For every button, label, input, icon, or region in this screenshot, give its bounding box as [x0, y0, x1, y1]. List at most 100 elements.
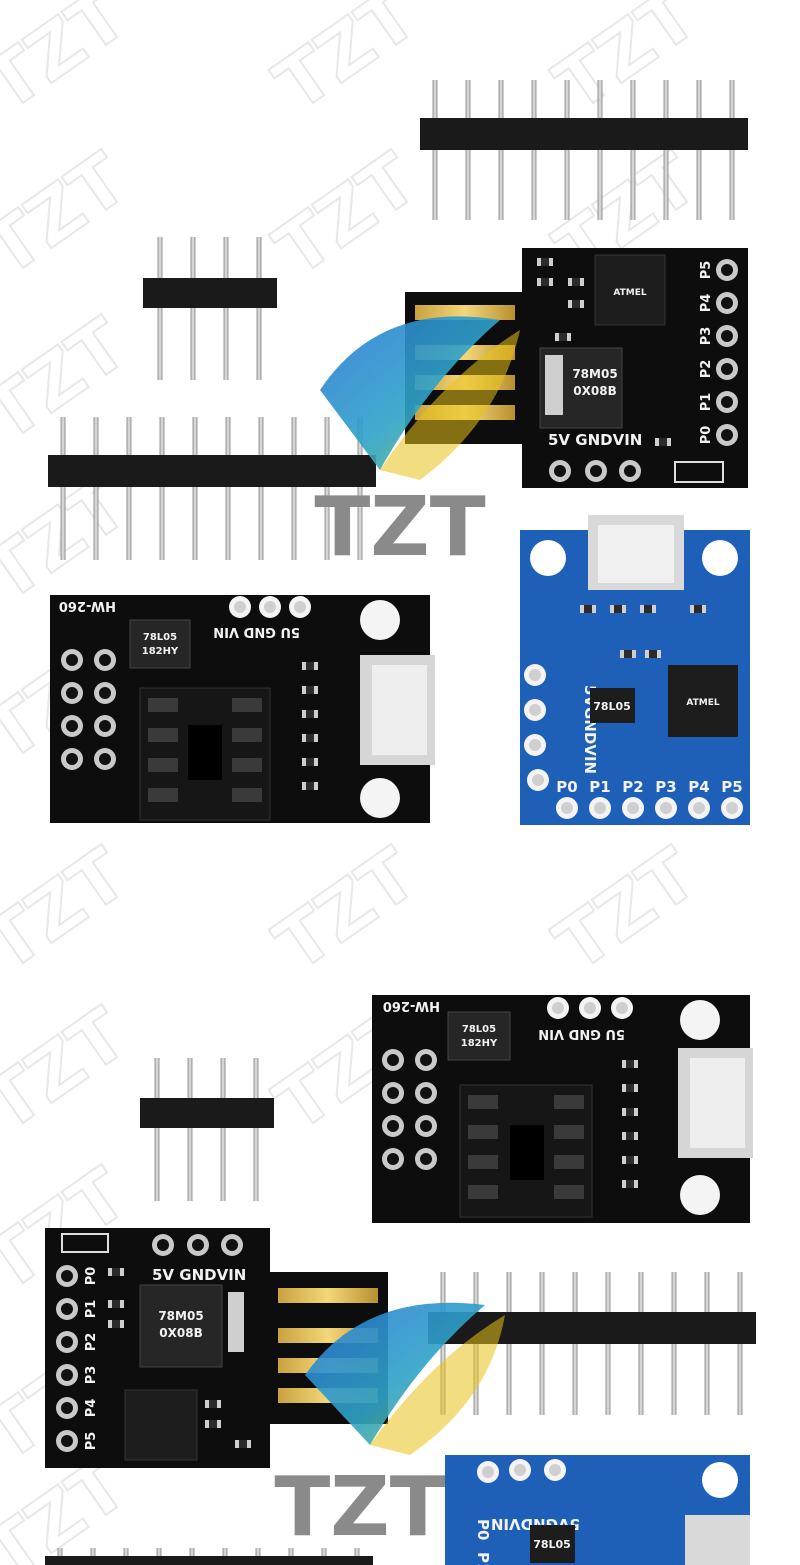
pin-pad [94, 715, 116, 737]
header-pin [357, 417, 363, 560]
pin-pad [382, 1082, 404, 1104]
pin-label: P0 [84, 1267, 99, 1286]
header-pin [192, 417, 198, 560]
pin-header-4-bottom [140, 1058, 274, 1201]
pin-pad [61, 748, 83, 770]
pin-pad [556, 797, 578, 819]
pin-label: P1 [84, 1300, 99, 1319]
pin-label-1: P1 [474, 1552, 492, 1565]
watermark-text: TZT [0, 0, 141, 127]
pin-pad [415, 1082, 437, 1104]
regulator-label: 78L05 [593, 700, 631, 713]
header-pin [253, 1058, 259, 1201]
pin-pad [382, 1148, 404, 1170]
header-pin [60, 417, 66, 560]
pin-header-10-middle [48, 417, 376, 560]
pin-pad [56, 1364, 78, 1386]
watermark-text: TZT [260, 832, 431, 987]
pin-pad [94, 748, 116, 770]
dip-contact [232, 698, 262, 712]
pin-pad [61, 682, 83, 704]
pin-pad [56, 1430, 78, 1452]
pin-label: P1 [589, 778, 610, 796]
header-pin [223, 237, 229, 380]
dip-contact [232, 758, 262, 772]
pin-pad [382, 1115, 404, 1137]
regulator-label: 78L05 [533, 1538, 571, 1551]
pin-label: P3 [655, 778, 676, 796]
logo-text-bottom: TZT [274, 1460, 445, 1555]
watermark-text: TZT [0, 832, 141, 987]
pin-pad [56, 1331, 78, 1353]
pin-pad [716, 292, 738, 314]
header-pin [258, 417, 264, 560]
pin-pad [382, 1049, 404, 1071]
header-pin [190, 237, 196, 380]
mcu-label: ATMEL [613, 288, 647, 298]
mcu-label: ATMEL [686, 698, 720, 708]
watermark-text: TZT [0, 992, 141, 1147]
pin-label: P4 [84, 1399, 99, 1418]
power-label: 5V GNDVIN [548, 431, 642, 449]
pin-pad [56, 1397, 78, 1419]
dip-contact [554, 1185, 584, 1199]
pin-pad [61, 715, 83, 737]
pin-pad [721, 797, 743, 819]
pin-label: P5 [721, 778, 742, 796]
pin-pad [56, 1265, 78, 1287]
dip-contact [554, 1155, 584, 1169]
pin-pad [56, 1298, 78, 1320]
pin-label-0: P0 [474, 1519, 492, 1540]
pin-pad [716, 325, 738, 347]
model-label: HW-260 [383, 998, 440, 1013]
pin-pad [716, 259, 738, 281]
black-hw260-board-top: HW-260 5U GND VIN 78L05 182HY [50, 595, 435, 823]
watermark-text: TZT [260, 137, 431, 292]
pin-label: P4 [699, 294, 714, 313]
pin-label: P5 [699, 261, 714, 280]
tzt-logo-bottom: TZT [274, 1302, 505, 1555]
header-pin [225, 417, 231, 560]
pin-pad [716, 424, 738, 446]
pin-pad [94, 682, 116, 704]
header-pin [220, 1058, 226, 1201]
dip-contact [468, 1155, 498, 1169]
dip-contact [148, 788, 178, 802]
pin-label: P0 [699, 426, 714, 445]
pin-label: P2 [699, 360, 714, 379]
pin-pad [415, 1148, 437, 1170]
watermark-text: TZT [540, 832, 711, 987]
pin-header-10-bottom-left [45, 1548, 373, 1565]
pin-label: P1 [699, 393, 714, 412]
dip-contact [468, 1185, 498, 1199]
pin-pad [716, 391, 738, 413]
pin-pad [655, 797, 677, 819]
watermark-text: TZT [260, 0, 431, 127]
regulator-label-2: 0X08B [159, 1326, 202, 1340]
pin-label: P3 [84, 1366, 99, 1385]
dip-contact [468, 1125, 498, 1139]
pin-pad [622, 797, 644, 819]
regulator-label-2: 182HY [461, 1038, 498, 1049]
header-pin [159, 417, 165, 560]
dip-contact [148, 728, 178, 742]
pin-pad [94, 649, 116, 671]
dip-contact [232, 788, 262, 802]
pin-label: P2 [622, 778, 643, 796]
tzt-logo-top: TZT [314, 316, 520, 575]
regulator-label-1: 78M05 [158, 1309, 203, 1323]
pin-label: P0 [556, 778, 577, 796]
power-label: 5U GND VIN [538, 1026, 625, 1041]
pin-pad [61, 649, 83, 671]
watermark-text: TZT [0, 302, 141, 457]
blue-board-partial-bottom: 5VGNDVIN P0 P1 78L05 [445, 1455, 750, 1565]
watermark-text: TZT [0, 137, 141, 292]
header-pin [187, 1058, 193, 1201]
pin-pad [415, 1049, 437, 1071]
dip-contact [148, 758, 178, 772]
header-pin [154, 1058, 160, 1201]
dip-contact [554, 1125, 584, 1139]
dip-contact [468, 1095, 498, 1109]
pin-label: P2 [84, 1333, 99, 1352]
